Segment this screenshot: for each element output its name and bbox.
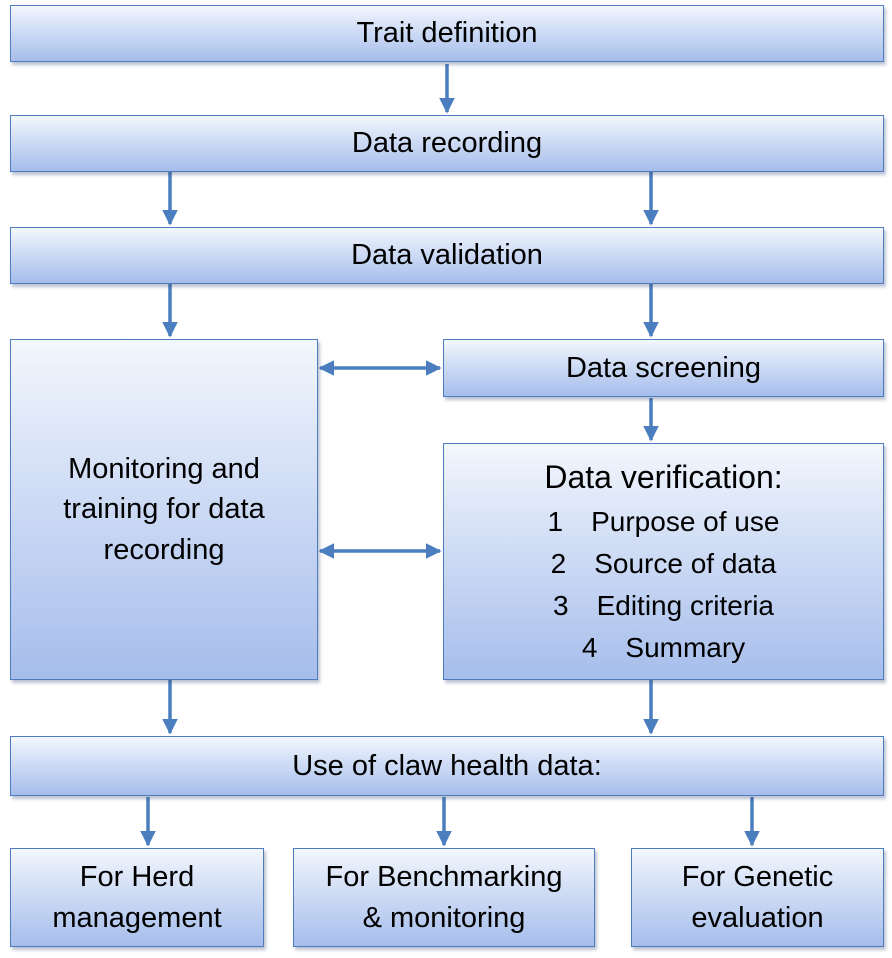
data-recording-label: Data recording <box>351 127 543 160</box>
benchmarking-box: For Benchmarking & monitoring <box>293 848 595 947</box>
verification-item-label: Editing criteria <box>596 589 774 621</box>
data-screening-label: Data screening <box>565 351 762 384</box>
benchmarking-line-2: & monitoring <box>362 901 526 934</box>
trait-definition-label: Trait definition <box>356 17 538 50</box>
verification-item-label: Summary <box>625 631 746 663</box>
verification-item: 2 Source of data <box>551 543 777 585</box>
verification-item-number: 1 <box>547 505 564 537</box>
monitoring-line-1: Monitoring and <box>68 453 260 486</box>
trait-definition-box: Trait definition <box>10 5 884 62</box>
verification-item: 4 Summary <box>582 627 745 669</box>
herd-management-box: For Herd management <box>10 848 264 947</box>
verification-item-number: 4 <box>581 631 598 663</box>
data-validation-label: Data validation <box>351 239 543 272</box>
verification-item-label: Source of data <box>594 547 777 579</box>
verification-item-number: 2 <box>550 547 567 579</box>
verification-item-label: Purpose of use <box>591 505 780 537</box>
use-of-data-label: Use of claw health data: <box>292 749 602 782</box>
monitoring-line-3: recording <box>103 533 225 566</box>
genetic-evaluation-box: For Genetic evaluation <box>631 848 884 947</box>
data-screening-box: Data screening <box>443 339 884 397</box>
verification-item: 1 Purpose of use <box>548 501 780 543</box>
use-of-data-box: Use of claw health data: <box>10 736 884 796</box>
monitoring-training-box: Monitoring and training for data recordi… <box>10 339 318 680</box>
data-verification-box: Data verification: 1 Purpose of use 2 Sour… <box>443 443 884 680</box>
data-recording-box: Data recording <box>10 115 884 172</box>
benchmarking-line-1: For Benchmarking <box>325 861 563 894</box>
verification-item-number: 3 <box>553 589 569 621</box>
data-verification-title: Data verification: <box>544 459 783 496</box>
genetic-evaluation-line-1: For Genetic <box>681 861 834 894</box>
monitoring-line-2: training for data <box>63 493 265 526</box>
data-validation-box: Data validation <box>10 227 884 284</box>
herd-management-line-2: management <box>52 901 222 934</box>
verification-item: 3 Editing criteria <box>553 585 774 627</box>
herd-management-line-1: For Herd <box>79 861 195 894</box>
genetic-evaluation-line-2: evaluation <box>691 901 824 934</box>
